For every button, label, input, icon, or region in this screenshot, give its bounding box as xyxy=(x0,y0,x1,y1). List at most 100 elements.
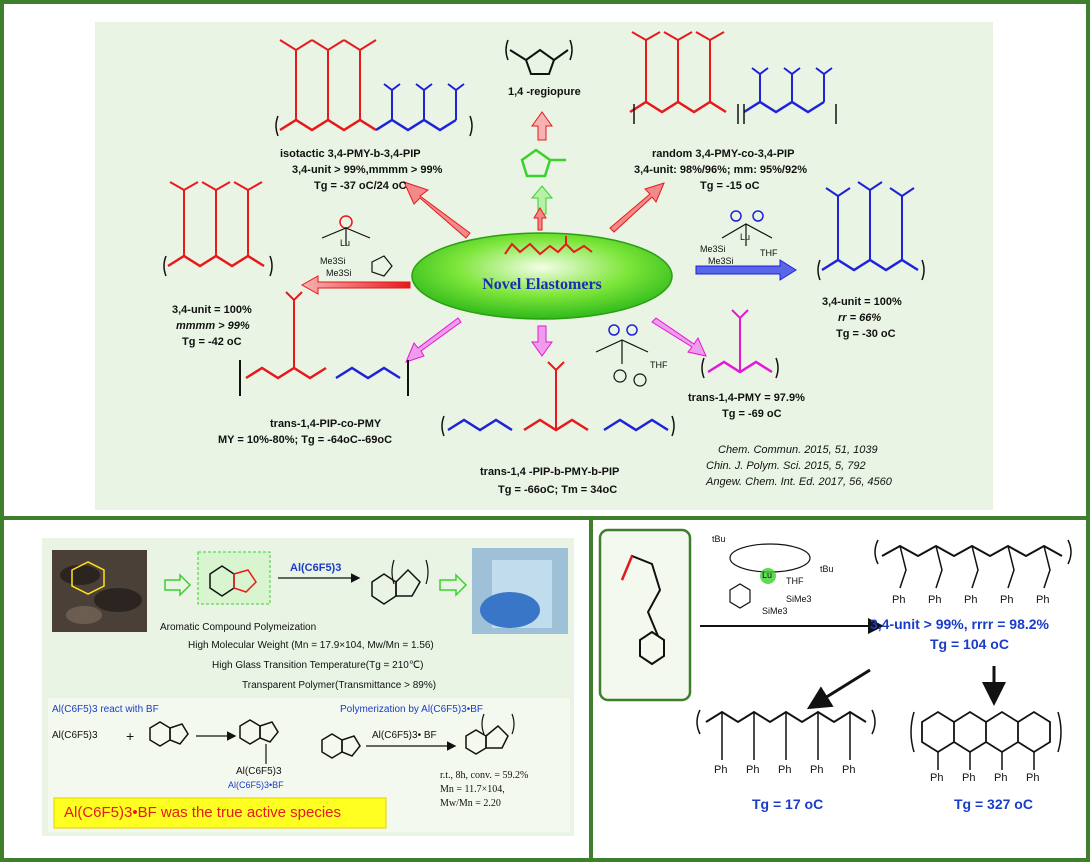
br-cat-lu: Lu xyxy=(762,570,773,580)
br-tg-right: Tg = 327 oC xyxy=(954,796,1033,812)
arrow-magenta-left xyxy=(405,317,462,363)
reagent-label: Al(C6F5)3 xyxy=(290,562,342,574)
random-copolymer xyxy=(629,31,837,124)
ph-cyc-4: Ph xyxy=(1026,772,1040,784)
br-cat-tbu1: tBu xyxy=(712,534,726,544)
poly-reagent: Al(C6F5)3• BF xyxy=(372,730,437,741)
green-arrow-1 xyxy=(164,573,192,597)
trans-block-polymer xyxy=(441,361,675,437)
br-stat: 3,4-unit > 99%, rrrr = 98.2% xyxy=(870,616,1049,632)
iso-unit: 3,4-unit > 99%,mmmm > 99% xyxy=(292,164,443,176)
ph-mid-1: Ph xyxy=(714,764,728,776)
highlight-box xyxy=(53,797,387,829)
reactant-label: Al(C6F5)3 xyxy=(52,730,98,741)
left-tact: mmmm > 99% xyxy=(176,320,250,332)
cond-3: Mw/Mn = 2.20 xyxy=(440,798,501,809)
rand-tg: Tg = -15 oC xyxy=(700,180,760,192)
catalyst-left xyxy=(321,215,393,277)
catalyst-br xyxy=(729,543,811,609)
br-cat-tbu2: tBu xyxy=(820,564,834,574)
ph-mid-3: Ph xyxy=(778,764,792,776)
br-tg-main: Tg = 104 oC xyxy=(930,636,1009,652)
ph-top-2: Ph xyxy=(928,594,942,606)
bl-line2: High Molecular Weight (Mn = 17.9×104, Mw… xyxy=(188,640,434,651)
trans-pmy-polymer xyxy=(701,309,779,379)
ref-1: Chem. Commun. 2015, 51, 1039 xyxy=(718,444,878,456)
br-tg-left: Tg = 17 oC xyxy=(752,796,824,812)
arrow-red-up-left-center xyxy=(533,207,547,231)
poly-title: Polymerization by Al(C6F5)3•BF xyxy=(340,704,483,715)
cyclized-polymer xyxy=(910,710,1062,770)
arrow-magenta-down xyxy=(531,325,553,357)
br-cat-tms2: SiMe3 xyxy=(762,606,788,616)
trans-co-detail: MY = 10%-80%; Tg = -64oC--69oC xyxy=(218,434,393,446)
cat-right-tms1: Me3Si xyxy=(700,244,726,254)
arrow-up-rand xyxy=(609,182,665,233)
right-tg: Tg = -30 oC xyxy=(836,328,896,340)
arrow-red-left xyxy=(300,275,411,295)
react-title: Al(C6F5)3 react with BF xyxy=(52,704,159,715)
green-monomer xyxy=(520,148,552,178)
cat-right-thf: THF xyxy=(760,248,778,258)
myrcene-monomer xyxy=(504,242,593,256)
ph-mid-4: Ph xyxy=(810,764,824,776)
cat-right-tms2: Me3Si xyxy=(708,256,734,266)
trans-pmy-title: trans-1,4-PMY = 97.9% xyxy=(688,392,805,404)
trans-b-tg: Tg = -66oC; Tm = 34oC xyxy=(498,484,618,496)
highlight-text: Al(C6F5)3•BF was the true active species xyxy=(64,804,342,821)
rand-title: random 3,4-PMY-co-3,4-PIP xyxy=(652,148,795,160)
arrow-up-iso xyxy=(403,181,471,239)
cat-left-tms2: Me3Si xyxy=(326,268,352,278)
trans-co-polymer xyxy=(239,291,409,396)
adduct-name: Al(C6F5)3•BF xyxy=(228,780,284,790)
trans-pmy-tg: Tg = -69 oC xyxy=(722,408,782,420)
ph-mid-2: Ph xyxy=(746,764,760,776)
monomer-label: 1,4 -regiopure xyxy=(508,86,581,98)
syndiotactic-polymer xyxy=(874,539,1072,589)
arrow-magenta-right xyxy=(651,317,707,357)
cond-2: Mn = 11.7×104, xyxy=(440,784,505,795)
br-cat-tms1: SiMe3 xyxy=(786,594,812,604)
cat-bottom-thf: THF xyxy=(650,360,668,370)
ref-3: Angew. Chem. Int. Ed. 2017, 56, 4560 xyxy=(706,476,892,488)
right-unit: 3,4-unit = 100% xyxy=(822,296,902,308)
cat-left-lu: Lu xyxy=(340,238,351,248)
arrow-blue-right xyxy=(695,259,797,281)
ph-cyc-3: Ph xyxy=(994,772,1008,784)
right-34-polymer xyxy=(817,181,925,281)
ph-top-3: Ph xyxy=(964,594,978,606)
ph-top-5: Ph xyxy=(1036,594,1050,606)
ph-cyc-2: Ph xyxy=(962,772,976,784)
right-tact: rr = 66% xyxy=(838,312,882,324)
bl-line4: Transparent Polymer(Transmittance > 89%) xyxy=(242,680,437,691)
ph-top-4: Ph xyxy=(1000,594,1014,606)
cat-left-tms1: Me3Si xyxy=(320,256,346,266)
ph-mid-5: Ph xyxy=(842,764,856,776)
ph-cyc-1: Ph xyxy=(930,772,944,784)
iso-tg: Tg = -37 oC/24 oC xyxy=(314,180,407,192)
cond-1: r.t., 8h, conv. = 59.2% xyxy=(440,770,529,781)
arrow-up-monomer xyxy=(530,185,554,215)
left-34-polymer xyxy=(163,181,273,277)
ph-top-1: Ph xyxy=(892,594,906,606)
iso-title: isotactic 3,4-PMY-b-3,4-PIP xyxy=(280,148,421,160)
arrow-green-up-1 xyxy=(531,111,553,141)
hydrogenated-polymer xyxy=(696,709,876,760)
plus-sign: + xyxy=(126,728,135,744)
green-arrow-2 xyxy=(439,573,468,597)
bl-line3: High Glass Transition Temperature(Tg = 2… xyxy=(212,660,424,671)
monomer-box xyxy=(598,528,692,702)
ref-2: Chin. J. Polym. Sci. 2015, 5, 792 xyxy=(706,460,866,472)
center-label: Novel Elastomers xyxy=(482,276,602,293)
left-unit: 3,4-unit = 100% xyxy=(172,304,252,316)
bl-line1: Aromatic Compound Polymeization xyxy=(160,622,317,633)
catalyst-bottom xyxy=(595,324,649,387)
trans-co-title: trans-1,4-PIP-co-PMY xyxy=(270,418,382,430)
rand-unit: 3,4-unit: 98%/96%; mm: 95%/92% xyxy=(634,164,808,176)
catalyst-right xyxy=(721,210,773,246)
novel-elastomers-ellipse xyxy=(411,232,673,320)
arrow-to-hydrogenated xyxy=(806,668,871,710)
adduct-label: Al(C6F5)3 xyxy=(236,766,282,777)
